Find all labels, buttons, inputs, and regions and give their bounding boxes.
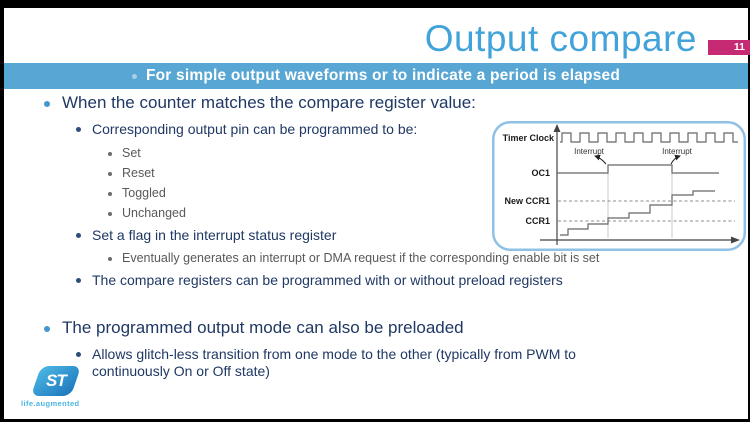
bullet-icon (108, 212, 112, 216)
bullet-icon (76, 278, 81, 283)
bullet-mode-preloaded: The programmed output mode can also be p… (44, 318, 464, 338)
bullet-reset: Reset (108, 166, 155, 181)
timer-clock-label: Timer Clock (503, 133, 555, 143)
bullet-glitchless: Allows glitch-less transition from one m… (76, 346, 597, 380)
bullet-eventually-interrupt: Eventually generates an interrupt or DMA… (108, 251, 599, 266)
horizontal-axis-arrow-icon (731, 236, 740, 244)
bullet-output-pin: Corresponding output pin can be programm… (76, 121, 417, 138)
bullet-icon (108, 172, 112, 176)
timer-clock-waveform (560, 132, 738, 143)
st-logo-tagline: life.augmented (21, 399, 80, 408)
interrupt-arrow-2-icon (670, 154, 681, 165)
bullet-icon (108, 192, 112, 196)
subtitle-banner: For simple output waveforms or to indica… (4, 63, 748, 89)
oc1-label: OC1 (531, 168, 550, 178)
bullet-icon (76, 127, 81, 132)
bullet-text: The compare registers can be programmed … (92, 272, 563, 288)
bullet-icon (44, 101, 50, 107)
bullet-text: Set (122, 146, 141, 160)
banner-bullet-icon (131, 73, 137, 79)
diagram-border (492, 121, 746, 251)
interrupt-arrow-1-icon (594, 154, 607, 165)
bullet-icon (108, 152, 112, 156)
page-number-badge: 11 (708, 40, 750, 55)
output-compare-timing-diagram: Timer Clock OC1 New CCR1 CCR1 Interrupt … (492, 121, 746, 251)
bullet-text: Set a flag in the interrupt status regis… (92, 227, 337, 243)
vertical-axis-arrow-icon (553, 124, 561, 132)
bullet-text: Eventually generates an interrupt or DMA… (122, 251, 600, 265)
bullet-unchanged: Unchanged (108, 206, 186, 221)
bullet-icon (76, 233, 81, 238)
st-logo: ST life.augmented (21, 366, 88, 412)
bullet-text: Toggled (122, 186, 166, 200)
bullet-icon (44, 326, 50, 332)
bullet-set-flag: Set a flag in the interrupt status regis… (76, 227, 336, 244)
bullet-text: Unchanged (122, 206, 186, 220)
banner-text: For simple output waveforms or to indica… (145, 67, 621, 84)
counter-staircase (560, 190, 715, 236)
ccr1-label: CCR1 (525, 216, 550, 226)
interrupt-label-2: Interrupt (662, 147, 693, 156)
bullet-icon (108, 257, 112, 261)
bullet-set: Set (108, 146, 141, 161)
bullet-text: Corresponding output pin can be programm… (92, 121, 418, 137)
bullet-text: The programmed output mode can also be p… (62, 318, 464, 337)
bullet-text: When the counter matches the compare reg… (62, 93, 476, 112)
st-logo-icon: ST (30, 366, 82, 396)
bullet-text: Reset (122, 166, 155, 180)
bullet-toggled: Toggled (108, 186, 166, 201)
interrupt-label-1: Interrupt (574, 147, 605, 156)
page-title: Output compare (424, 18, 697, 59)
new-ccr1-label: New CCR1 (504, 196, 550, 206)
bullet-text: Allows glitch-less transition from one m… (92, 346, 576, 379)
oc1-signal (557, 164, 719, 174)
bullet-counter-match: When the counter matches the compare reg… (44, 93, 476, 113)
bullet-compare-preload: The compare registers can be programmed … (76, 272, 563, 289)
st-logo-text: ST (46, 371, 66, 390)
bullet-icon (76, 352, 81, 357)
